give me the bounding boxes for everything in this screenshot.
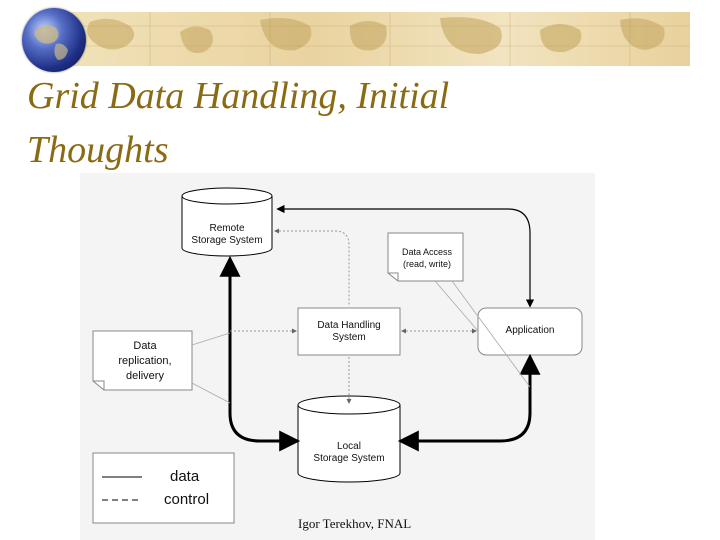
local-storage-cylinder — [297, 395, 401, 483]
slide-title-line-1: Grid Data Handling, Initial — [27, 75, 450, 117]
remote-storage-cylinder — [181, 187, 273, 257]
replication-note-label: Data replication, delivery — [118, 340, 172, 382]
slide-footer: Igor Terekhov, FNAL — [298, 516, 412, 531]
data-flow-remote-application — [276, 204, 535, 308]
globe-icon — [22, 8, 86, 72]
legend-box — [92, 452, 235, 524]
local-storage-label: Local Storage System — [313, 441, 385, 464]
world-map-banner — [60, 12, 690, 66]
slide-title-line-2: Thoughts — [27, 129, 169, 171]
control-flow-remote-dhs — [274, 228, 350, 306]
data-handling-box — [297, 307, 401, 356]
data-flow-local-application — [397, 353, 541, 452]
data-access-note-label: Data Access (read, write) — [401, 247, 453, 269]
replication-note — [92, 330, 193, 391]
data-flow-remote-local — [219, 255, 301, 452]
data-handling-diagram: Remote Storage System Data Handling Syst… — [80, 173, 595, 540]
application-label: Application — [505, 325, 555, 336]
remote-storage-label: Remote Storage System — [191, 223, 263, 246]
data-handling-label: Data Handling System — [317, 320, 381, 343]
legend-control-label: control — [164, 491, 210, 508]
legend-data-label: data — [170, 468, 200, 485]
